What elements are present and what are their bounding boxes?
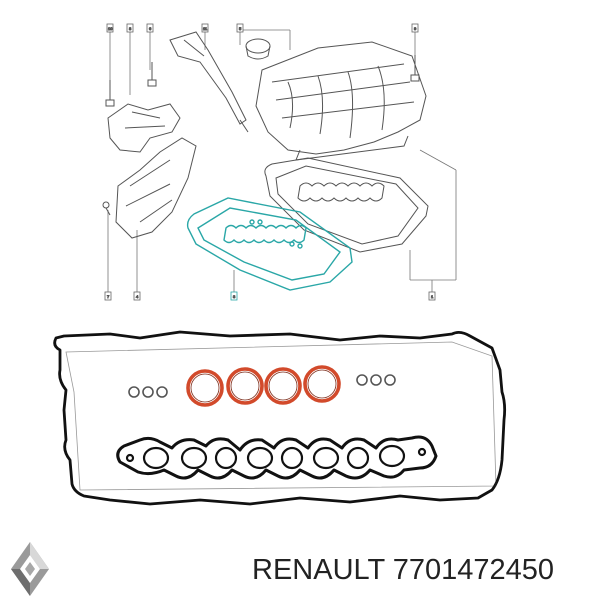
manifold-gasket [116,435,438,480]
small-o-rings-right [356,374,396,386]
injector [169,31,249,133]
cover-gasket-inner [65,341,497,491]
exploded-engine-view: 10 8 6 11 5 9 7 4 3 1 [102,23,457,301]
renault-diamond-icon [11,542,49,596]
rocker-gasket-outline [264,157,429,253]
part-number-caption: RENAULT 7701472450 [252,554,555,586]
callout-boxes [104,23,436,301]
orange-o-rings [186,365,341,407]
callout-labels: 10 8 6 11 5 9 7 4 3 1 [107,26,435,300]
highlighted-gasket [186,197,353,291]
cover-gasket [53,330,507,506]
callout-label-2: 8 [129,26,132,31]
gasket-kit [53,330,507,506]
callout-label-10: 1 [431,294,434,299]
callout-label-8: 4 [136,294,139,299]
bolts [102,55,420,216]
orange-o-ring-shadows [190,369,337,403]
callout-label-5: 5 [239,26,242,31]
callout-label-4: 11 [203,26,208,31]
callout-label-9: 3 [233,294,236,299]
manifold-ports [125,444,427,470]
timing-cover [115,137,197,239]
small-o-rings-left [128,386,168,398]
callout-label-1: 10 [108,26,113,31]
callout-leaders [107,29,457,292]
mounting-bracket [107,103,181,153]
callout-label-7: 7 [107,294,110,299]
callout-label-6: 9 [414,26,417,31]
cylinder-head [255,41,427,161]
callout-label-3: 6 [149,26,152,31]
filler-cap [245,38,271,60]
